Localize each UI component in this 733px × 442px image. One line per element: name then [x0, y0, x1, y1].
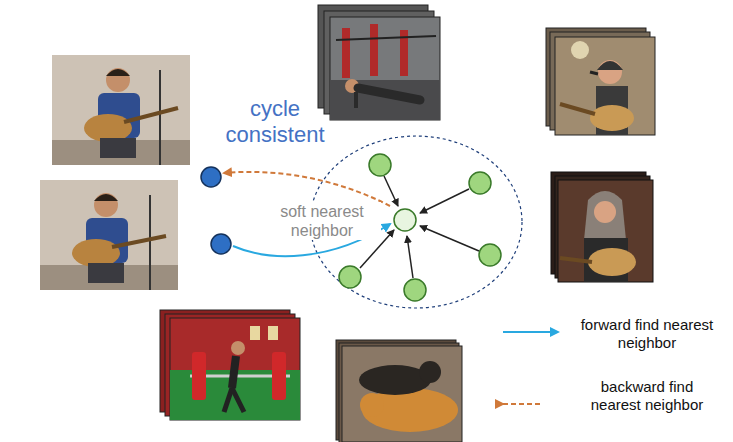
video-stack — [546, 28, 655, 135]
legend-text: backward find nearest neighbor — [578, 378, 716, 414]
text-holder: soft nearest neighbor — [263, 202, 381, 240]
legend-text: forward find nearest neighbor — [578, 316, 716, 352]
query-dot — [201, 167, 221, 187]
text-holder: forward find nearest neighbor — [578, 316, 716, 352]
note-label: soft nearest neighbor — [263, 202, 381, 240]
text-holder: backward find nearest neighbor — [578, 378, 716, 414]
query-dot — [211, 234, 231, 254]
video-stack — [336, 340, 462, 442]
video-frame — [52, 55, 190, 165]
legend-sample-line — [503, 403, 540, 405]
video-stack — [160, 310, 300, 420]
legend-sample-line — [503, 331, 558, 333]
heading-label: cycle consistent — [213, 96, 337, 149]
text-holder: cycle consistent — [213, 96, 337, 149]
video-frame — [40, 180, 178, 290]
video-stack — [551, 172, 653, 282]
video-stack — [318, 5, 440, 120]
